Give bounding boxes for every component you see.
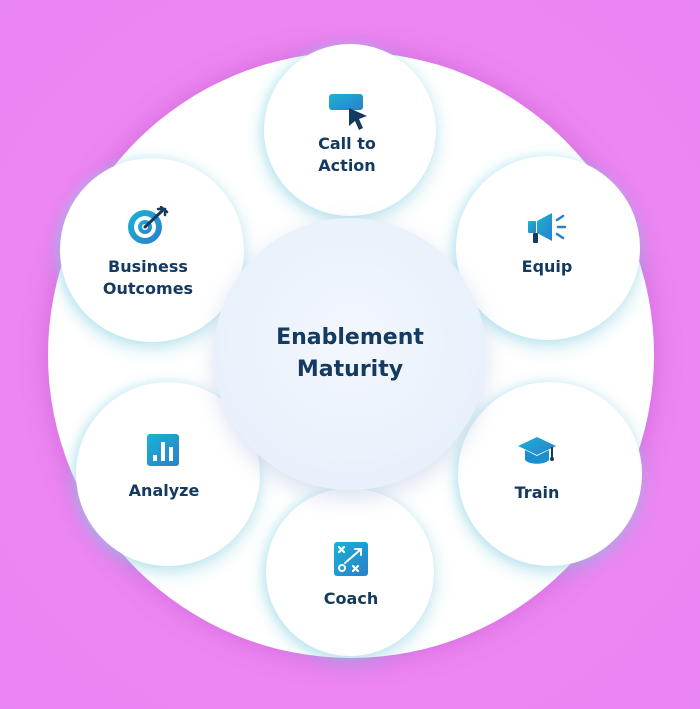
center-circle (214, 218, 486, 490)
center-title: Enablement Maturity (276, 325, 424, 382)
petal-train (458, 382, 642, 566)
strategy-board-icon (334, 542, 368, 576)
label-analyze: Analyze (128, 481, 200, 500)
graduation-cap-icon (518, 437, 556, 464)
label-equip: Equip (521, 257, 573, 276)
label-coach: Coach (323, 589, 379, 608)
label-call-to-action: Call to Action (318, 134, 376, 175)
label-train: Train (514, 483, 560, 502)
target-icon (128, 206, 169, 244)
petal-call-to-action (264, 44, 436, 216)
cursor-click-icon (329, 94, 367, 130)
megaphone-icon (528, 213, 567, 243)
bar-chart-icon (147, 434, 179, 466)
petal-business-outcomes (60, 158, 244, 342)
label-business-outcomes: Business Outcomes (102, 257, 194, 298)
petal-equip (456, 156, 640, 340)
